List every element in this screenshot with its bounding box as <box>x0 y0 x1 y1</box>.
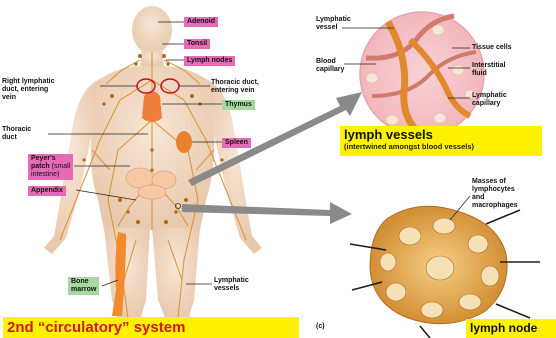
label-thoracic-duct-entering-vein: Thoracic duct, entering vein <box>211 79 259 95</box>
label-spleen: Spleen <box>222 138 251 148</box>
label-lymphatic-vessels: Lymphatic vessels <box>214 277 249 293</box>
circulatory-system-caption: 2nd “circulatory” system <box>3 317 299 338</box>
label-thoracic-duct: Thoracic duct <box>2 126 31 142</box>
interstitial-line-1: Interstitial <box>472 62 505 69</box>
panel-label-c: (c) <box>316 323 325 330</box>
masses-line-2: lymphocytes <box>472 186 515 193</box>
blood-capillary-line-1: Blood <box>316 58 336 65</box>
thoracic-entering-line-2: entering vein <box>211 87 255 94</box>
lymph-vessels-caption-title: lymph vessels <box>344 128 538 142</box>
label-lymph-nodes: Lymph nodes <box>184 56 235 66</box>
lymph-vessels-caption-sub: (intertwined amongst blood vessels) <box>344 142 538 151</box>
label-lymphatic-capillary: Lymphatic capillary <box>472 92 507 108</box>
lymphatic-vessels-line-1: Lymphatic <box>214 277 249 284</box>
interstitial-line-2: fluid <box>472 70 487 77</box>
label-blood-capillary: Blood capillary <box>316 58 344 74</box>
lymphatic-vessel-line-2: vessel <box>316 24 337 31</box>
lymphatic-vessel-line-1: Lymphatic <box>316 16 351 23</box>
blood-capillary-line-2: capillary <box>316 66 344 73</box>
thoracic-entering-line-1: Thoracic duct, <box>211 79 259 86</box>
masses-line-1: Masses of <box>472 178 506 185</box>
right-lymphatic-line-1: Right lymphatic <box>2 78 55 85</box>
peyers-line-1: Peyer's <box>31 155 56 162</box>
thoracic-duct-line-1: Thoracic <box>2 126 31 133</box>
lymph-node-caption: lymph node <box>466 319 556 338</box>
label-thymus: Thymus <box>222 100 255 110</box>
masses-line-4: macrophages <box>472 202 518 209</box>
label-tonsil: Tonsil <box>184 39 210 49</box>
peyers-line-4: intestine) <box>31 171 59 178</box>
lymph-vessel-illustration <box>342 12 484 136</box>
label-right-lymphatic-duct: Right lymphatic duct, entering vein <box>2 78 55 102</box>
label-tissue-cells: Tissue cells <box>472 44 512 52</box>
lymph-vessels-caption: lymph vessels (intertwined amongst blood… <box>340 126 542 156</box>
bone-marrow-line-1: Bone <box>71 278 89 285</box>
lymphatic-capillary-line-1: Lymphatic <box>472 92 507 99</box>
bone-marrow-line-2: marrow <box>71 286 96 293</box>
label-interstitial-fluid: Interstitial fluid <box>472 62 505 78</box>
label-bone-marrow: Bone marrow <box>68 277 99 295</box>
lymph-node-illustration <box>350 196 540 338</box>
peyers-line-2: patch <box>31 163 50 170</box>
thoracic-duct-line-2: duct <box>2 134 17 141</box>
label-appendix: Appendix <box>28 186 66 196</box>
spleen-organ <box>176 131 192 153</box>
label-masses-of-lymphocytes: Masses of lymphocytes and macrophages <box>472 178 518 210</box>
masses-line-3: and <box>472 194 484 201</box>
lymphatic-vessels-line-2: vessels <box>214 285 239 292</box>
peyers-line-3: (small <box>52 163 71 170</box>
label-lymphatic-vessel: Lymphatic vessel <box>316 16 351 32</box>
lymphatic-capillary-line-2: capillary <box>472 100 500 107</box>
right-lymphatic-line-2: duct, entering <box>2 86 48 93</box>
label-peyers-patch: Peyer's patch (small intestine) <box>28 154 73 180</box>
label-adenoid: Adenoid <box>184 17 218 27</box>
thymus-organ <box>142 91 162 122</box>
right-lymphatic-line-3: vein <box>2 94 16 101</box>
